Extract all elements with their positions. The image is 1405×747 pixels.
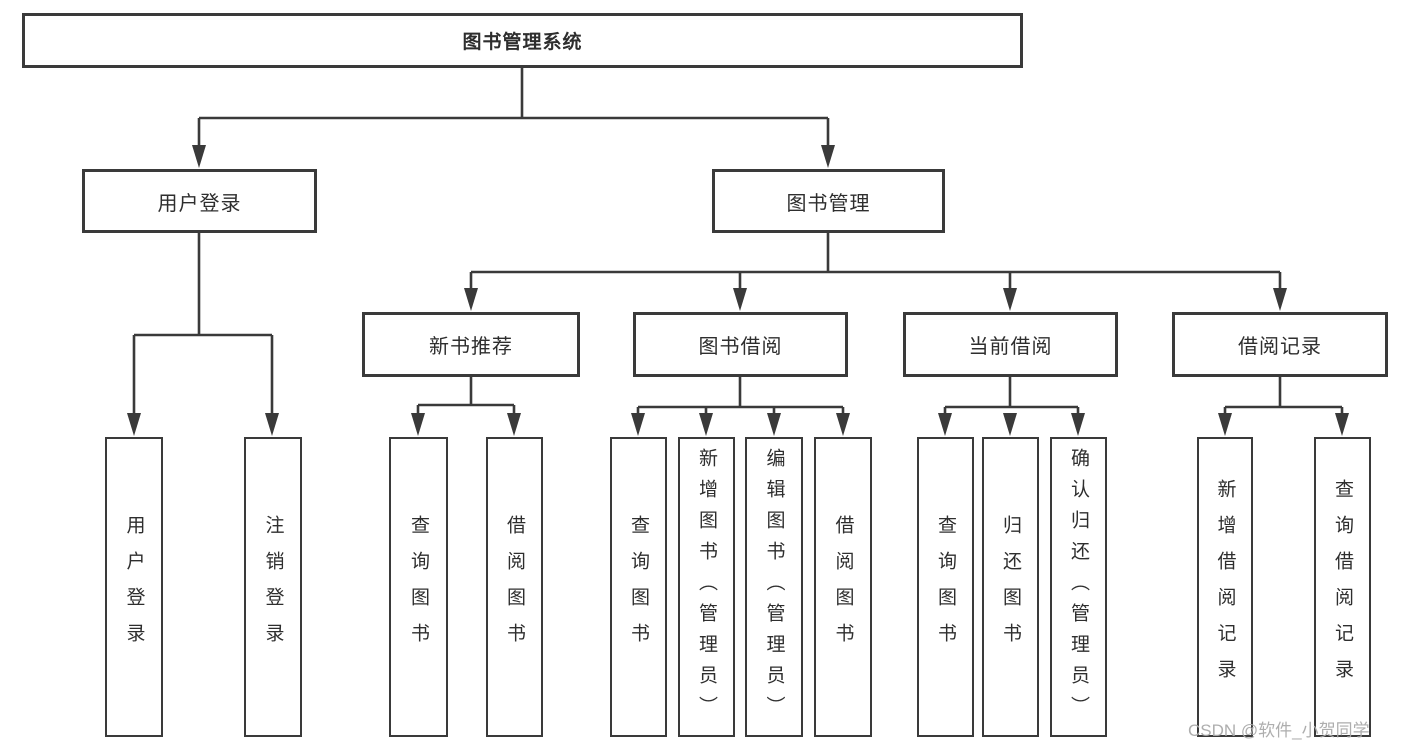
- arrow-down-icon: [1071, 413, 1085, 436]
- connector-book-borrow-to-leaves: [631, 377, 850, 436]
- leaf-label: 用户登录: [123, 515, 145, 659]
- leaf-label: 查询图书: [408, 515, 429, 659]
- leaf-borrow-books: 借阅图书: [814, 437, 872, 737]
- leaf-query-books-recommend: 查询图书: [389, 437, 448, 737]
- leaf-edit-books-admin: 编辑图书（管理员）: [745, 437, 803, 737]
- leaf-label: 借阅图书: [504, 515, 525, 659]
- arrow-down-icon: [733, 288, 747, 311]
- node-label: 新书推荐: [429, 336, 513, 358]
- page-title: 图书管理系统: [462, 32, 583, 53]
- connector-root-to-level2: [192, 68, 835, 168]
- connector-user-login-to-leaves: [127, 233, 279, 436]
- leaf-query-books-current: 查询图书: [917, 437, 974, 737]
- leaf-label: 归还图书: [1000, 515, 1021, 659]
- connector-new-book-to-leaves: [411, 377, 521, 436]
- node-book-management-system: 图书管理系统: [22, 13, 1023, 68]
- arrow-down-icon: [411, 413, 425, 436]
- arrow-down-icon: [767, 413, 781, 436]
- arrow-down-icon: [1003, 288, 1017, 311]
- connector-current-borrow-to-leaves: [938, 377, 1085, 436]
- node-book-management: 图书管理: [712, 169, 945, 233]
- leaf-label: 查询图书: [935, 515, 956, 659]
- node-label: 借阅记录: [1238, 336, 1322, 358]
- node-label: 图书借阅: [698, 336, 783, 358]
- arrow-down-icon: [1335, 413, 1349, 436]
- arrow-down-icon: [127, 413, 141, 436]
- arrow-down-icon: [1273, 288, 1287, 311]
- leaf-borrow-books-recommend: 借阅图书: [486, 437, 543, 737]
- leaf-label: 编辑图书（管理员）: [763, 447, 785, 727]
- arrow-down-icon: [699, 413, 713, 436]
- node-borrow-records: 借阅记录: [1172, 312, 1388, 377]
- arrow-down-icon: [836, 413, 850, 436]
- leaf-label: 新增图书（管理员）: [696, 447, 717, 727]
- leaf-label: 查询图书: [628, 515, 649, 659]
- arrow-down-icon: [821, 145, 835, 168]
- arrow-down-icon: [507, 413, 521, 436]
- leaf-return-books: 归还图书: [982, 437, 1039, 737]
- leaf-confirm-return-admin: 确认归还（管理员）: [1050, 437, 1107, 737]
- node-user-login: 用户登录: [82, 169, 317, 233]
- csdn-watermark: CSDN @软件_小贺同学: [1188, 721, 1370, 740]
- leaf-add-books-admin: 新增图书（管理员）: [678, 437, 735, 737]
- leaf-user-login: 用户登录: [105, 437, 163, 737]
- arrow-down-icon: [464, 288, 478, 311]
- leaf-label: 新增借阅记录: [1214, 479, 1236, 695]
- connector-borrow-records-to-leaves: [1218, 377, 1349, 436]
- node-label: 图书管理: [786, 192, 871, 215]
- node-book-borrow: 图书借阅: [633, 312, 848, 377]
- connector-book-management-to-level3: [464, 233, 1287, 311]
- arrow-down-icon: [631, 413, 645, 436]
- node-label: 当前借阅: [968, 336, 1053, 358]
- arrow-down-icon: [1003, 413, 1017, 436]
- leaf-add-borrow-record: 新增借阅记录: [1197, 437, 1253, 737]
- leaf-label: 借阅图书: [832, 515, 854, 659]
- arrow-down-icon: [192, 145, 206, 168]
- leaf-label: 确认归还（管理员）: [1068, 447, 1089, 727]
- leaf-logout: 注销登录: [244, 437, 302, 737]
- arrow-down-icon: [1218, 413, 1232, 436]
- node-label: 用户登录: [157, 192, 242, 215]
- leaf-query-borrow-record: 查询借阅记录: [1314, 437, 1371, 737]
- arrow-down-icon: [938, 413, 952, 436]
- leaf-query-books-borrow: 查询图书: [610, 437, 667, 737]
- node-current-borrow: 当前借阅: [903, 312, 1118, 377]
- node-new-book-recommend: 新书推荐: [362, 312, 580, 377]
- leaf-label: 注销登录: [262, 515, 284, 659]
- leaf-label: 查询借阅记录: [1332, 479, 1353, 695]
- arrow-down-icon: [265, 413, 279, 436]
